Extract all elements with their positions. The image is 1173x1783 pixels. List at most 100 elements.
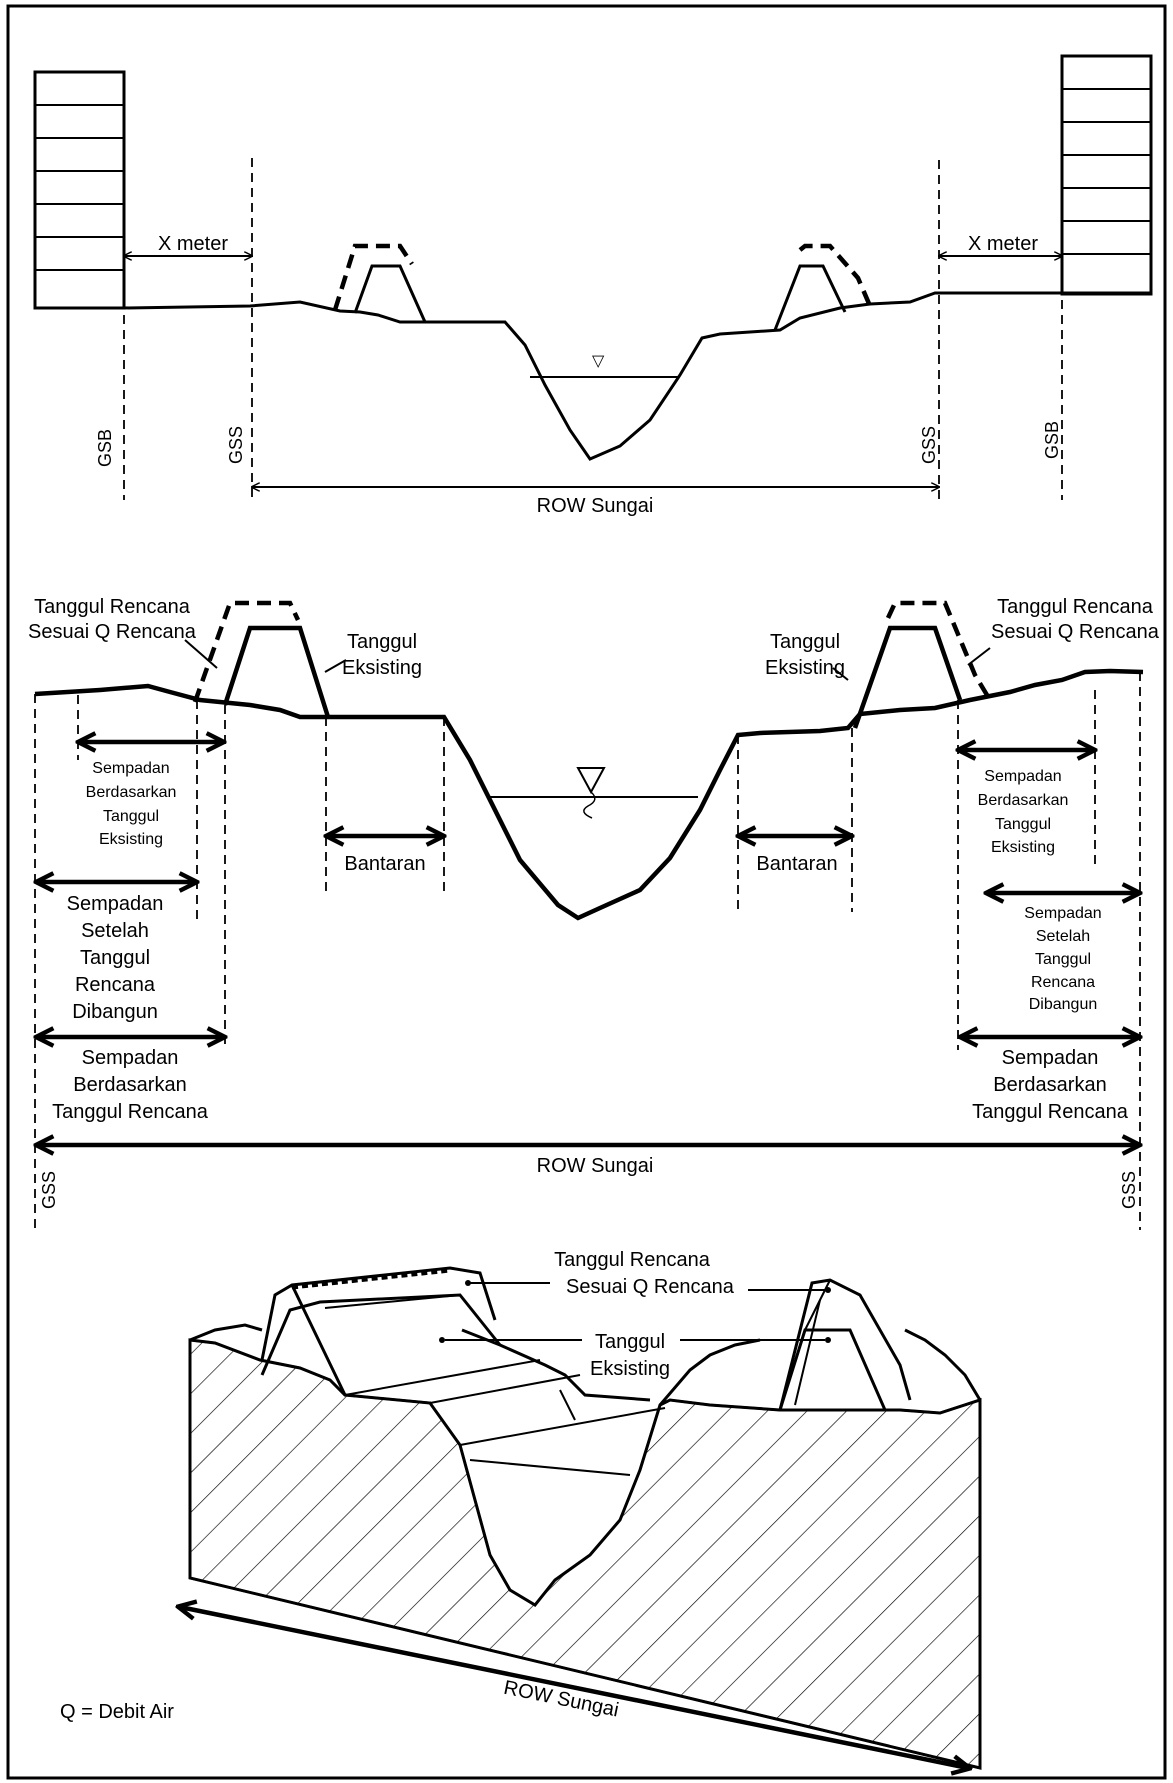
text-line: Eksisting bbox=[991, 839, 1055, 856]
text-line: Sempadan bbox=[67, 893, 164, 915]
text-line: Berdasarkan bbox=[86, 784, 177, 801]
bank-line bbox=[559, 1389, 576, 1421]
x-meter-label-right: X meter bbox=[968, 233, 1038, 255]
text-line: Tanggul bbox=[103, 808, 159, 825]
text-line: Rencana bbox=[1031, 974, 1095, 991]
top-cross-section: ▽ X meter X meter GSB GSS GSS GSB ROW Su… bbox=[33, 54, 1153, 517]
water-symbol-middle bbox=[576, 767, 606, 795]
levee-left-face-edge bbox=[290, 1284, 347, 1396]
ground-profile-top bbox=[35, 291, 1151, 461]
tanggul-rencana-label-left-2: Sesuai Q Rencana bbox=[28, 621, 197, 643]
page-frame bbox=[6, 4, 1167, 1780]
bantaran-label-left: Bantaran bbox=[344, 853, 425, 875]
gsb-label-left: GSB bbox=[95, 429, 115, 467]
text-line: Sempadan bbox=[1002, 1047, 1099, 1069]
text-line: Eksisting bbox=[99, 831, 163, 848]
text-line: Sempadan bbox=[1024, 905, 1101, 922]
levee-right-edge bbox=[804, 1279, 831, 1331]
tanggul-rencana-label-right-2: Sesuai Q Rencana bbox=[991, 621, 1160, 643]
text-line: Sempadan bbox=[92, 760, 169, 777]
planned-levee-right-middle bbox=[885, 600, 992, 702]
row-label-middle: ROW Sungai bbox=[537, 1155, 654, 1177]
levee-left-ridge bbox=[324, 1294, 461, 1309]
levee-existing-left-3d bbox=[260, 1293, 502, 1376]
existing-levee-right-top bbox=[773, 264, 847, 331]
text-line: Tanggul bbox=[80, 947, 150, 969]
levee-planned-left-3d bbox=[260, 1266, 497, 1361]
existing-levee-left-middle bbox=[222, 625, 331, 718]
water-line-3d bbox=[469, 1459, 631, 1476]
leader-dot bbox=[825, 1337, 831, 1343]
bantaran-label-right: Bantaran bbox=[756, 853, 837, 875]
tanggul-rencana-label-right-1: Tanggul Rencana bbox=[997, 596, 1154, 618]
water-symbol-top: ▽ bbox=[592, 353, 605, 370]
leader-planned-right bbox=[967, 647, 991, 666]
tanggul-rencana-label-3d-1: Tanggul Rencana bbox=[554, 1249, 711, 1271]
ground-profile-middle bbox=[34, 668, 1144, 921]
existing-levee-left-top bbox=[353, 264, 427, 323]
levee-planned-right-3d bbox=[778, 1278, 912, 1411]
bank-line bbox=[429, 1374, 581, 1404]
text-line: Tanggul bbox=[1035, 951, 1091, 968]
text-line: Setelah bbox=[1036, 928, 1090, 945]
text-line: Berdasarkan bbox=[978, 792, 1069, 809]
text-line: Setelah bbox=[81, 920, 149, 942]
building-left bbox=[33, 70, 126, 310]
q-definition-label: Q = Debit Air bbox=[60, 1701, 174, 1723]
bank-line bbox=[344, 1359, 541, 1396]
building-right bbox=[1060, 54, 1153, 296]
leader-dot bbox=[439, 1337, 445, 1343]
text-line: Berdasarkan bbox=[73, 1074, 186, 1096]
tanggul-eksisting-label-right-2: Eksisting bbox=[765, 657, 845, 679]
sempadan-rencana-label-left: Sempadan Berdasarkan Tanggul Rencana bbox=[52, 1047, 209, 1123]
gss-label-left: GSS bbox=[226, 426, 246, 464]
text-line: Dibangun bbox=[72, 1001, 158, 1023]
tanggul-eksisting-label-right-1: Tanggul bbox=[770, 631, 840, 653]
existing-levee-right-middle bbox=[852, 625, 963, 729]
gss-label-right-middle: GSS bbox=[1119, 1171, 1139, 1209]
text-line: Rencana bbox=[75, 974, 156, 996]
text-line: Sempadan bbox=[82, 1047, 179, 1069]
sempadan-setelah-label-right: Sempadan Setelah Tanggul Rencana Dibangu… bbox=[1024, 905, 1101, 1013]
sempadan-rencana-label-right: Sempadan Berdasarkan Tanggul Rencana bbox=[972, 1047, 1129, 1123]
tanggul-eksisting-label-left-1: Tanggul bbox=[347, 631, 417, 653]
tanggul-rencana-label-left-1: Tanggul Rencana bbox=[34, 596, 191, 618]
leader-existing-left bbox=[324, 659, 347, 673]
row-label-top: ROW Sungai bbox=[537, 495, 654, 517]
levee-right-edge bbox=[794, 1299, 821, 1406]
row-arrow-3d bbox=[180, 1607, 968, 1768]
text-line: Berdasarkan bbox=[993, 1074, 1106, 1096]
leader-existing-right bbox=[832, 667, 849, 681]
middle-cross-section: Sempadan Berdasarkan Tanggul Eksisting S… bbox=[28, 596, 1160, 1230]
leader-dot bbox=[825, 1287, 831, 1293]
levee-left-top-dash bbox=[291, 1267, 451, 1290]
tanggul-rencana-label-3d-2: Sesuai Q Rencana bbox=[566, 1276, 735, 1298]
sempadan-setelah-label-left: Sempadan Setelah Tanggul Rencana Dibangu… bbox=[67, 893, 164, 1023]
text-line: Tanggul Rencana bbox=[972, 1101, 1129, 1123]
tanggul-eksisting-label-3d-1: Tanggul bbox=[595, 1331, 665, 1353]
bank-line bbox=[459, 1407, 666, 1446]
block-top-surface bbox=[188, 1338, 982, 1770]
back-terrain bbox=[189, 1323, 982, 1406]
text-line: Sempadan bbox=[984, 768, 1061, 785]
gsb-label-right: GSB bbox=[1042, 421, 1062, 459]
text-line: Dibangun bbox=[1029, 996, 1098, 1013]
gss-label-right: GSS bbox=[919, 426, 939, 464]
x-meter-label-left: X meter bbox=[158, 233, 228, 255]
planned-levee-left-middle bbox=[192, 600, 301, 703]
planned-levee-right-top bbox=[798, 243, 873, 307]
levee-existing-right-3d bbox=[778, 1328, 887, 1411]
text-line: Tanggul Rencana bbox=[52, 1101, 209, 1123]
leader-planned-left bbox=[184, 639, 218, 669]
leader-dot bbox=[465, 1280, 471, 1286]
isometric-section: Tanggul Rencana Sesuai Q Rencana Tanggul… bbox=[180, 1249, 982, 1770]
gss-label-left-middle: GSS bbox=[39, 1171, 59, 1209]
planned-levee-left-top bbox=[332, 243, 414, 311]
tanggul-eksisting-label-left-2: Eksisting bbox=[342, 657, 422, 679]
sempadan-eksisting-label-right: Sempadan Berdasarkan Tanggul Eksisting bbox=[978, 768, 1069, 856]
text-line: Tanggul bbox=[995, 816, 1051, 833]
sempadan-eksisting-label-left: Sempadan Berdasarkan Tanggul Eksisting bbox=[86, 760, 177, 848]
water-wave-icon bbox=[583, 791, 596, 819]
tanggul-eksisting-label-3d-2: Eksisting bbox=[590, 1358, 670, 1380]
